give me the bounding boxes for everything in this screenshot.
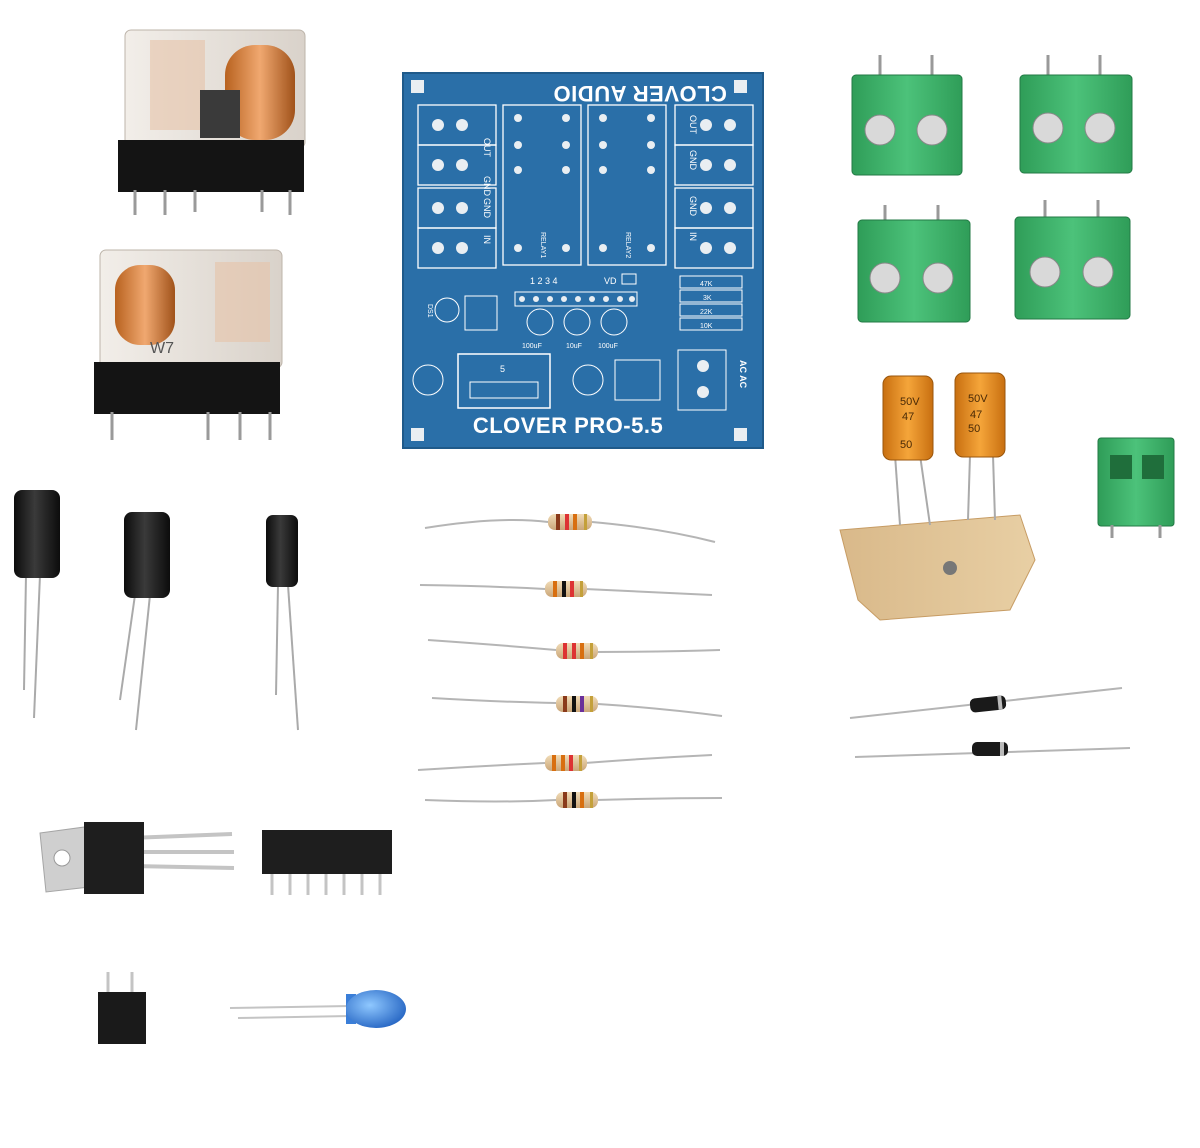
label-ds1: DS1	[426, 304, 433, 318]
bridge-rectifier	[98, 972, 146, 1044]
label-r2: 3K	[703, 295, 712, 302]
label-pins: 1 2 3 4	[530, 276, 558, 286]
diode-2	[854, 742, 1131, 758]
terminal-block-3	[857, 205, 971, 323]
svg-text:47: 47	[970, 409, 982, 421]
resistor-5	[417, 754, 713, 771]
svg-text:50V: 50V	[968, 393, 988, 405]
svg-text:50: 50	[968, 423, 980, 435]
label-out-left: OUT	[482, 138, 492, 158]
label-in-left: IN	[482, 235, 492, 244]
label-in-right: IN	[688, 232, 698, 241]
terminal-block-4	[1014, 200, 1131, 320]
label-r1: 47K	[700, 281, 713, 288]
resistor-6	[424, 792, 723, 808]
label-r3: 22K	[700, 309, 713, 316]
filter-capacitors: 50V 47 50 50V 47 50	[839, 372, 1036, 621]
resistor-1	[424, 514, 716, 543]
dip-ic	[262, 830, 392, 895]
svg-text:50: 50	[900, 439, 912, 451]
led	[229, 990, 406, 1028]
label-vd: VD	[604, 276, 617, 286]
resistors	[417, 514, 723, 808]
terminal-block-2	[1019, 55, 1133, 174]
label-gnd-left-2: GND	[482, 198, 492, 219]
diodes	[849, 687, 1131, 758]
diode-1	[849, 687, 1123, 719]
svg-text:47: 47	[902, 411, 914, 423]
label-cap1: 100uF	[522, 343, 542, 350]
label-gnd-right-2: GND	[688, 196, 698, 217]
relay-marking: W7	[150, 340, 174, 357]
label-ic: 5	[500, 364, 505, 374]
resistor-3	[427, 639, 721, 659]
pcb-board: CLOVER AUDIO	[402, 72, 764, 449]
label-relay1: RELAY1	[539, 232, 546, 258]
label-out-right: OUT	[688, 115, 698, 135]
resistor-2	[419, 581, 713, 597]
pcb-model-text: CLOVER PRO-5.5	[473, 413, 663, 438]
capacitor-black-1	[14, 490, 60, 719]
label-ac: AC AC	[738, 360, 748, 389]
capacitor-black-3	[266, 515, 299, 731]
label-gnd-left-1: GND	[482, 176, 492, 197]
pcb-brand-text: CLOVER AUDIO	[553, 81, 727, 106]
voltage-regulator	[39, 822, 235, 894]
capacitor-black-2	[119, 512, 170, 731]
resistor-4	[431, 696, 723, 717]
electrolytic-capacitors	[14, 490, 299, 731]
relay-top	[118, 29, 306, 215]
svg-text:50V: 50V	[900, 396, 920, 408]
terminal-block-small	[1097, 437, 1175, 538]
capacitor-right-label: 50V 47 50	[968, 393, 988, 435]
relay-bottom: W7	[94, 249, 283, 440]
terminal-blocks	[851, 55, 1175, 538]
terminal-block-1	[851, 55, 963, 176]
label-relay2: RELAY2	[624, 232, 631, 258]
label-cap3: 100uF	[598, 343, 618, 350]
capacitor-left-label: 50V 47 50	[900, 396, 920, 451]
label-gnd-right-1: GND	[688, 150, 698, 171]
label-r4: 10K	[700, 323, 713, 330]
label-cap2: 10uF	[566, 343, 582, 350]
